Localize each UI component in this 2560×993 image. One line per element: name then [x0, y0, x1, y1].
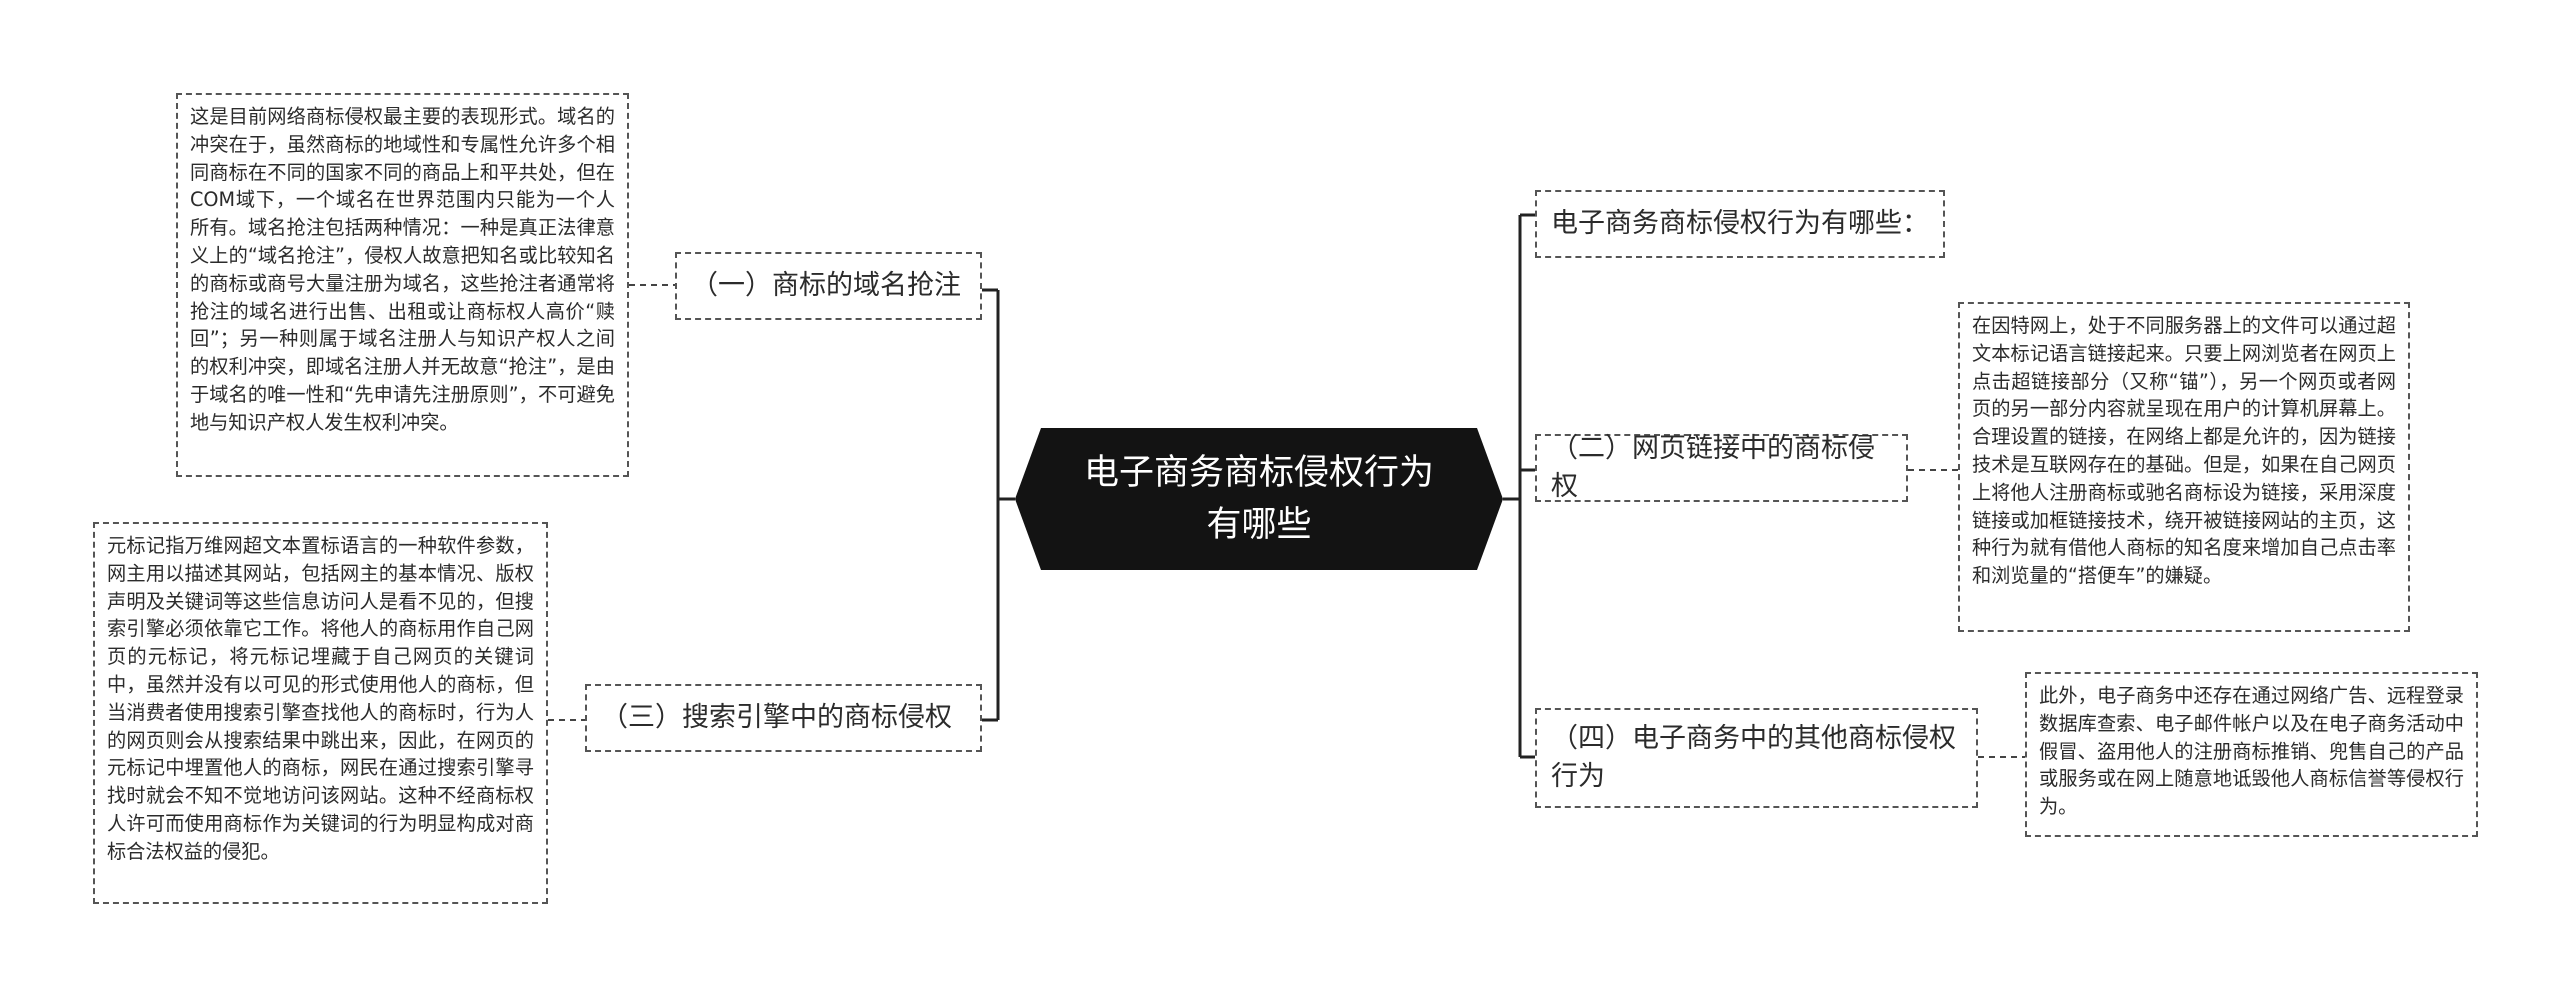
- note-other-infringements: 此外，电子商务中还存在通过网络广告、远程登录数据库查索、电子邮件帐户以及在电子商…: [2025, 672, 2478, 837]
- note-domain-squatting: 这是目前网络商标侵权最主要的表现形式。域名的冲突在于，虽然商标的地域性和专属性允…: [176, 93, 629, 477]
- branch-other-infringements[interactable]: （四）电子商务中的其他商标侵权行为: [1535, 708, 1978, 808]
- branch-domain-squatting[interactable]: （一）商标的域名抢注: [675, 252, 982, 320]
- branch-search-engine[interactable]: （三）搜索引擎中的商标侵权: [585, 684, 982, 752]
- branch-intro[interactable]: 电子商务商标侵权行为有哪些：: [1535, 190, 1945, 258]
- branch-web-links[interactable]: （二）网页链接中的商标侵权: [1535, 433, 1908, 502]
- note-web-links: 在因特网上，处于不同服务器上的文件可以通过超文本标记语言链接起来。只要上网浏览者…: [1958, 302, 2410, 632]
- note-search-engine: 元标记指万维网超文本置标语言的一种软件参数，网主用以描述其网站，包括网主的基本情…: [93, 522, 548, 904]
- central-topic[interactable]: 电子商务商标侵权行为有哪些: [1015, 428, 1503, 570]
